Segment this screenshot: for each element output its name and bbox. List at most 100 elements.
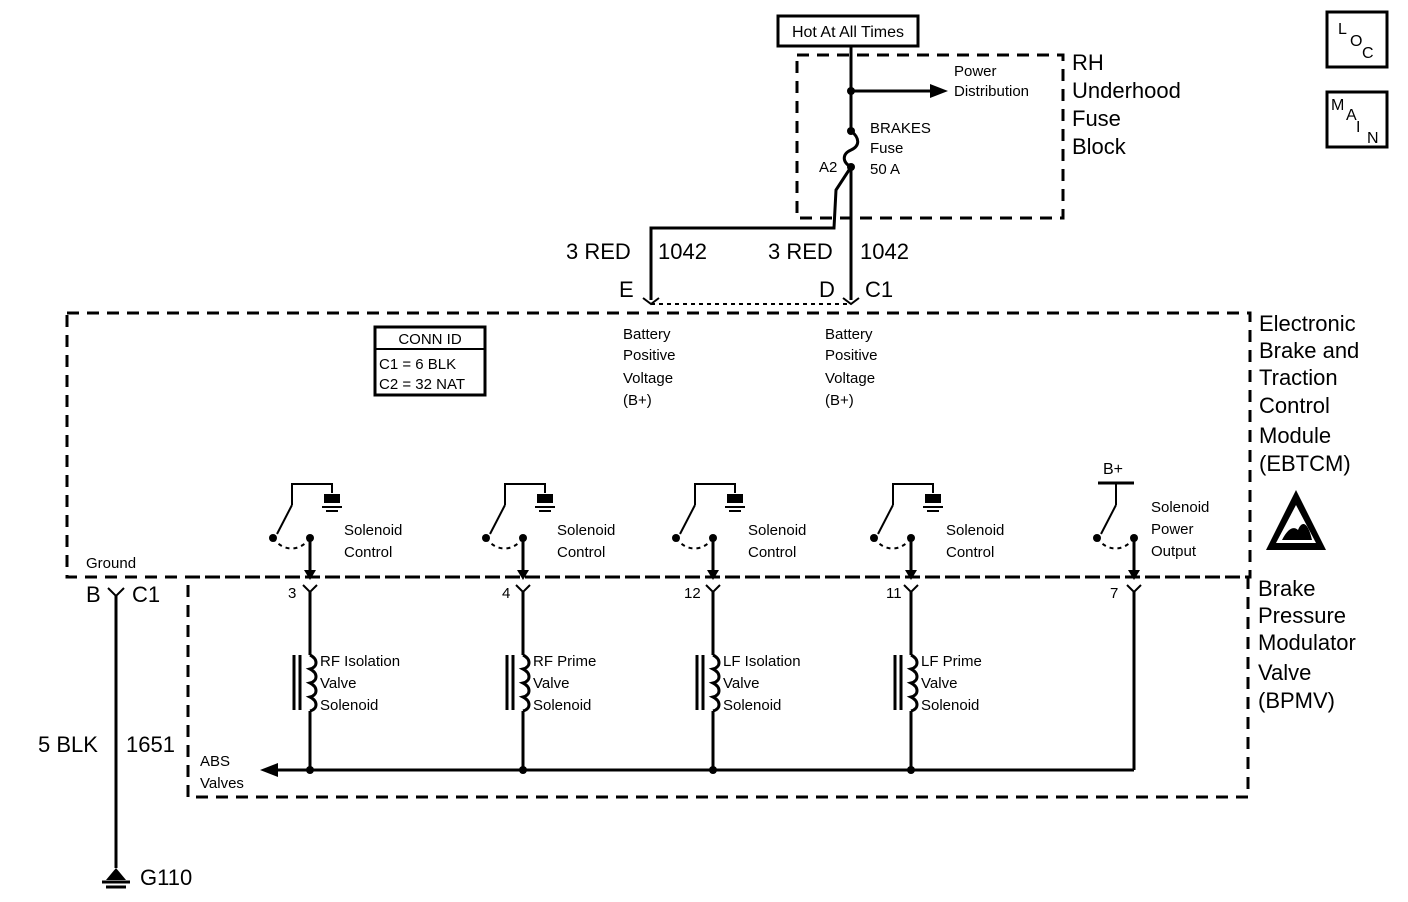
svg-text:Brake and: Brake and [1259, 338, 1359, 363]
svg-text:3 RED: 3 RED [566, 239, 631, 264]
svg-text:CONN ID: CONN ID [398, 331, 462, 348]
fuse-cavity-label: A2 [819, 159, 837, 176]
ebtcm-ground-label: Ground [86, 555, 136, 572]
svg-text:Fuse: Fuse [1072, 106, 1121, 131]
svg-text:Valve: Valve [320, 675, 356, 692]
solenoid-power-output-switch: B+ Solenoid Power Output [1093, 461, 1209, 580]
pin-4-label: 4 [502, 585, 510, 602]
brakes-fuse: BRAKES Fuse 50 A A2 [819, 120, 931, 178]
svg-text:1042: 1042 [860, 239, 909, 264]
svg-text:1042: 1042 [658, 239, 707, 264]
ebtcm-title: Electronic Brake and Traction Control Mo… [1259, 311, 1359, 476]
solenoid-control-switch-4: Solenoid Control [870, 483, 1004, 580]
svg-text:Output: Output [1151, 543, 1197, 560]
svg-text:Distribution: Distribution [954, 83, 1029, 100]
svg-text:Battery: Battery [825, 326, 873, 343]
svg-text:Solenoid: Solenoid [748, 522, 806, 539]
svg-text:Control: Control [748, 544, 796, 561]
svg-text:LF Prime: LF Prime [921, 653, 982, 670]
svg-text:Brake: Brake [1258, 576, 1315, 601]
svg-text:Solenoid: Solenoid [723, 697, 781, 714]
wire-label-e: 3 RED 1042 [566, 239, 707, 264]
conn-id-table: CONN ID C1 = 6 BLK C2 = 32 NAT [373, 325, 487, 397]
bplus-label: B+ [1103, 461, 1123, 478]
esd-warning-icon [1266, 490, 1326, 550]
lf-prime-solenoid-label: LF Prime Valve Solenoid [921, 653, 982, 714]
svg-text:ABS: ABS [200, 753, 230, 770]
svg-text:Solenoid: Solenoid [946, 522, 1004, 539]
svg-text:C2 = 32 NAT: C2 = 32 NAT [379, 376, 465, 393]
pin-7-label: 7 [1110, 585, 1118, 602]
svg-text:RH: RH [1072, 50, 1104, 75]
rf-isolation-solenoid-icon [292, 653, 318, 713]
svg-text:Control: Control [344, 544, 392, 561]
battery-positive-right: Battery Positive Voltage (B+) [825, 326, 878, 409]
svg-text:(EBTCM): (EBTCM) [1259, 451, 1351, 476]
svg-text:(B+): (B+) [623, 392, 652, 409]
bpmv-outline [186, 575, 1250, 799]
svg-text:5 BLK: 5 BLK [38, 732, 98, 757]
svg-text:Fuse: Fuse [870, 140, 903, 157]
ground-wire-label: 5 BLK 1651 [38, 732, 175, 757]
lf-isolation-solenoid-label: LF Isolation Valve Solenoid [723, 653, 801, 714]
svg-text:Electronic: Electronic [1259, 311, 1356, 336]
svg-text:Voltage: Voltage [825, 370, 875, 387]
solenoid-control-switch-1: Solenoid Control [269, 483, 402, 580]
loc-icon[interactable]: L O C [1325, 10, 1389, 69]
svg-text:Valves: Valves [200, 775, 244, 792]
battery-positive-left: Battery Positive Voltage (B+) [623, 326, 676, 409]
svg-text:(B+): (B+) [825, 392, 854, 409]
svg-text:Solenoid: Solenoid [921, 697, 979, 714]
svg-text:Traction: Traction [1259, 365, 1338, 390]
svg-text:Power: Power [954, 63, 997, 80]
svg-text:Voltage: Voltage [623, 370, 673, 387]
abs-valves-label: ABS Valves [200, 753, 244, 792]
svg-text:Valve: Valve [533, 675, 569, 692]
fuse-block-outline [795, 53, 1065, 220]
rf-prime-solenoid-icon [505, 653, 531, 713]
fuse-block-title: RH Underhood Fuse Block [1072, 50, 1181, 159]
svg-text:Modulator: Modulator [1258, 630, 1356, 655]
svg-text:C1 = 6 BLK: C1 = 6 BLK [379, 356, 456, 373]
svg-text:Power: Power [1151, 521, 1194, 538]
svg-text:C: C [1362, 45, 1374, 62]
svg-text:N: N [1367, 130, 1379, 147]
pin-12-label: 12 [684, 585, 701, 602]
solenoid-control-switch-3: Solenoid Control [672, 483, 806, 580]
svg-text:Battery: Battery [623, 326, 671, 343]
power-distribution-label: Power Distribution [954, 63, 1029, 100]
svg-text:Valve: Valve [921, 675, 957, 692]
hot-at-all-times-box: Hot At All Times [776, 14, 920, 48]
wire-label-d: 3 RED 1042 [768, 239, 909, 264]
bpmv-title: Brake Pressure Modulator Valve (BPMV) [1258, 576, 1356, 713]
svg-text:3 RED: 3 RED [768, 239, 833, 264]
connector-c1-top: C1 [865, 277, 893, 302]
svg-text:O: O [1350, 33, 1362, 50]
svg-text:Solenoid: Solenoid [320, 697, 378, 714]
svg-text:Module: Module [1259, 423, 1331, 448]
svg-text:Solenoid: Solenoid [557, 522, 615, 539]
svg-text:RF Isolation: RF Isolation [320, 653, 400, 670]
svg-text:1651: 1651 [126, 732, 175, 757]
svg-text:Valve: Valve [1258, 660, 1311, 685]
svg-text:BRAKES: BRAKES [870, 120, 931, 137]
svg-text:Block: Block [1072, 134, 1127, 159]
main-icon[interactable]: M A I N [1325, 90, 1389, 149]
rf-isolation-solenoid-label: RF Isolation Valve Solenoid [320, 653, 400, 714]
svg-text:LF Isolation: LF Isolation [723, 653, 801, 670]
ebtcm-outline [65, 311, 1252, 579]
svg-text:Solenoid: Solenoid [533, 697, 591, 714]
hot-at-all-times-label: Hot At All Times [792, 24, 904, 41]
svg-text:50 A: 50 A [870, 161, 900, 178]
svg-text:Control: Control [1259, 393, 1330, 418]
svg-text:Valve: Valve [723, 675, 759, 692]
svg-text:(BPMV): (BPMV) [1258, 688, 1335, 713]
ground-g110-label: G110 [140, 865, 192, 890]
svg-text:A: A [1346, 107, 1357, 124]
svg-text:I: I [1356, 119, 1360, 136]
svg-text:L: L [1338, 21, 1347, 38]
svg-text:Positive: Positive [825, 347, 878, 364]
lf-prime-solenoid-icon [893, 653, 919, 713]
ground-connector-label: C1 [132, 582, 160, 607]
svg-text:Control: Control [557, 544, 605, 561]
